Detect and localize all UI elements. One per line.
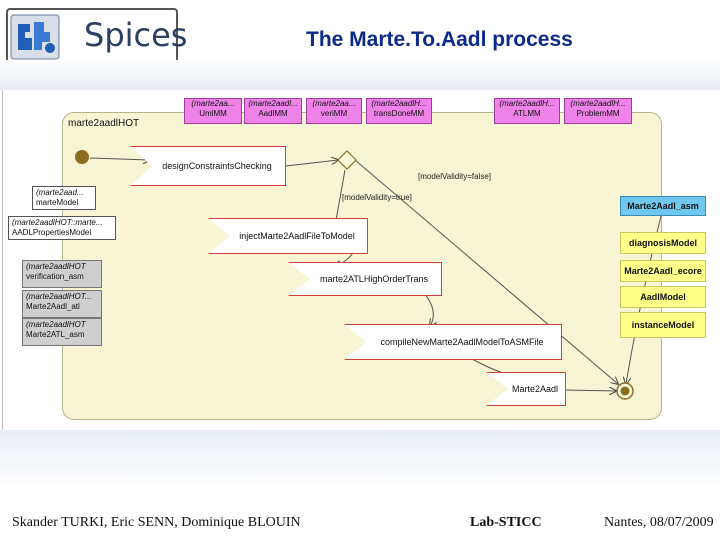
final-node-core bbox=[620, 386, 630, 396]
pin-name: marteModel bbox=[36, 198, 79, 207]
action-label: Marte2Aadl bbox=[511, 384, 559, 394]
pin-name: Marte2Aadl_ecore bbox=[624, 266, 702, 276]
edge-final-to-end bbox=[565, 390, 616, 391]
pin-verimm: (marte2aa... veriMM bbox=[306, 98, 362, 124]
input-marte2aadl-atl: (marte2aadlHOT... Marte2Aadl_atl bbox=[22, 290, 102, 318]
logo-text: Spices bbox=[84, 16, 188, 54]
guard-false: [modelValidity=false] bbox=[418, 172, 491, 181]
edge-start-to-design bbox=[89, 158, 150, 160]
footer-lab: Lab-STICC bbox=[470, 515, 542, 530]
page-title: The Marte.To.Aadl process bbox=[306, 28, 573, 51]
pin-type: (marte2aadlHOT bbox=[26, 262, 86, 271]
pin-name: UmlMM bbox=[199, 109, 227, 118]
pin-problemmm: (marte2aadlH... ProblemMM bbox=[564, 98, 632, 124]
pin-name: AadlModel bbox=[640, 292, 686, 302]
pin-name: veriMM bbox=[320, 109, 348, 118]
pin-name: Marte2ATL_asm bbox=[26, 330, 85, 339]
input-marte-model: (marte2aad... marteModel bbox=[32, 186, 96, 210]
output-instance-model: instanceModel bbox=[620, 312, 706, 338]
pin-name: instanceModel bbox=[631, 320, 695, 330]
pin-umlmm: (marte2aa... UmlMM bbox=[184, 98, 242, 124]
input-verification-asm: (marte2aadlHOT verification_asm bbox=[22, 260, 102, 288]
divider bbox=[2, 90, 3, 430]
pin-type: (marte2aadlH... bbox=[499, 99, 555, 108]
output-marte2aadl-asm: Marte2Aadl_asm bbox=[620, 196, 706, 216]
footer-band bbox=[0, 430, 720, 490]
pin-name: ATLMM bbox=[513, 109, 541, 118]
action-label: designConstraintsChecking bbox=[162, 161, 272, 171]
pin-aadlmm: (marte2aadl... AadlMM bbox=[244, 98, 302, 124]
action-inject-file-to-model[interactable]: injectMarte2AadlFileToModel bbox=[208, 218, 368, 254]
initial-node bbox=[75, 150, 89, 164]
spices-logo-icon bbox=[10, 14, 60, 60]
input-aadl-properties-model: (marte2aadlHOT::marte... AADLPropertiesM… bbox=[8, 216, 116, 240]
action-label: compileNewMarte2AadlModelToASMFile bbox=[380, 337, 544, 347]
pin-name: Marte2Aadl_atl bbox=[26, 302, 80, 311]
pin-atlmm: (marte2aadlH... ATLMM bbox=[494, 98, 560, 124]
pin-name: Marte2Aadl_asm bbox=[627, 201, 699, 211]
frame-label: marte2aadlHOT bbox=[68, 118, 140, 129]
header-band bbox=[0, 60, 720, 90]
output-diagnosis-model: diagnosisModel bbox=[620, 232, 706, 254]
footer-authors: Skander TURKI, Eric SENN, Dominique BLOU… bbox=[12, 515, 301, 530]
pin-type: (marte2aa... bbox=[191, 99, 235, 108]
footer-place-date: Nantes, 08/07/2009 bbox=[604, 515, 714, 530]
pin-type: (marte2aadlHOT bbox=[26, 320, 86, 329]
decision-node bbox=[337, 150, 357, 170]
pin-type: (marte2aadlHOT... bbox=[26, 292, 92, 301]
pin-transdonemm: (marte2aadlH... transDoneMM bbox=[366, 98, 432, 124]
edge-decision-true bbox=[335, 169, 346, 226]
pin-type: (marte2aadlHOT::marte... bbox=[12, 218, 103, 227]
input-marte2atl-asm: (marte2aadlHOT Marte2ATL_asm bbox=[22, 318, 102, 346]
pin-type: (marte2aa... bbox=[312, 99, 356, 108]
action-label: injectMarte2AadlFileToModel bbox=[239, 231, 355, 241]
edge-decision-false bbox=[354, 159, 618, 384]
pin-type: (marte2aadlH... bbox=[570, 99, 626, 108]
action-label: marte2ATLHighOrderTrans bbox=[319, 274, 429, 284]
action-compile-to-asm[interactable]: compileNewMarte2AadlModelToASMFile bbox=[344, 324, 562, 360]
pin-name: AADLPropertiesModel bbox=[12, 228, 92, 237]
guard-true: [modelValidity=true] bbox=[342, 193, 412, 202]
action-design-constraints-checking[interactable]: designConstraintsChecking bbox=[130, 146, 286, 186]
pin-type: (marte2aad... bbox=[36, 188, 84, 197]
output-marte2aadl-ecore: Marte2Aadl_ecore bbox=[620, 260, 706, 282]
pin-name: verification_asm bbox=[26, 272, 84, 281]
pin-name: ProblemMM bbox=[576, 109, 620, 118]
pin-type: (marte2aadl... bbox=[248, 99, 298, 108]
pin-name: AadlMM bbox=[258, 109, 288, 118]
pin-name: diagnosisModel bbox=[628, 238, 697, 248]
output-aadl-model: AadlModel bbox=[620, 286, 706, 308]
pin-name: transDoneMM bbox=[373, 109, 425, 118]
action-high-order-trans[interactable]: marte2ATLHighOrderTrans bbox=[288, 262, 442, 296]
pin-type: (marte2aadlH... bbox=[371, 99, 427, 108]
edge-design-to-decision bbox=[285, 160, 338, 167]
